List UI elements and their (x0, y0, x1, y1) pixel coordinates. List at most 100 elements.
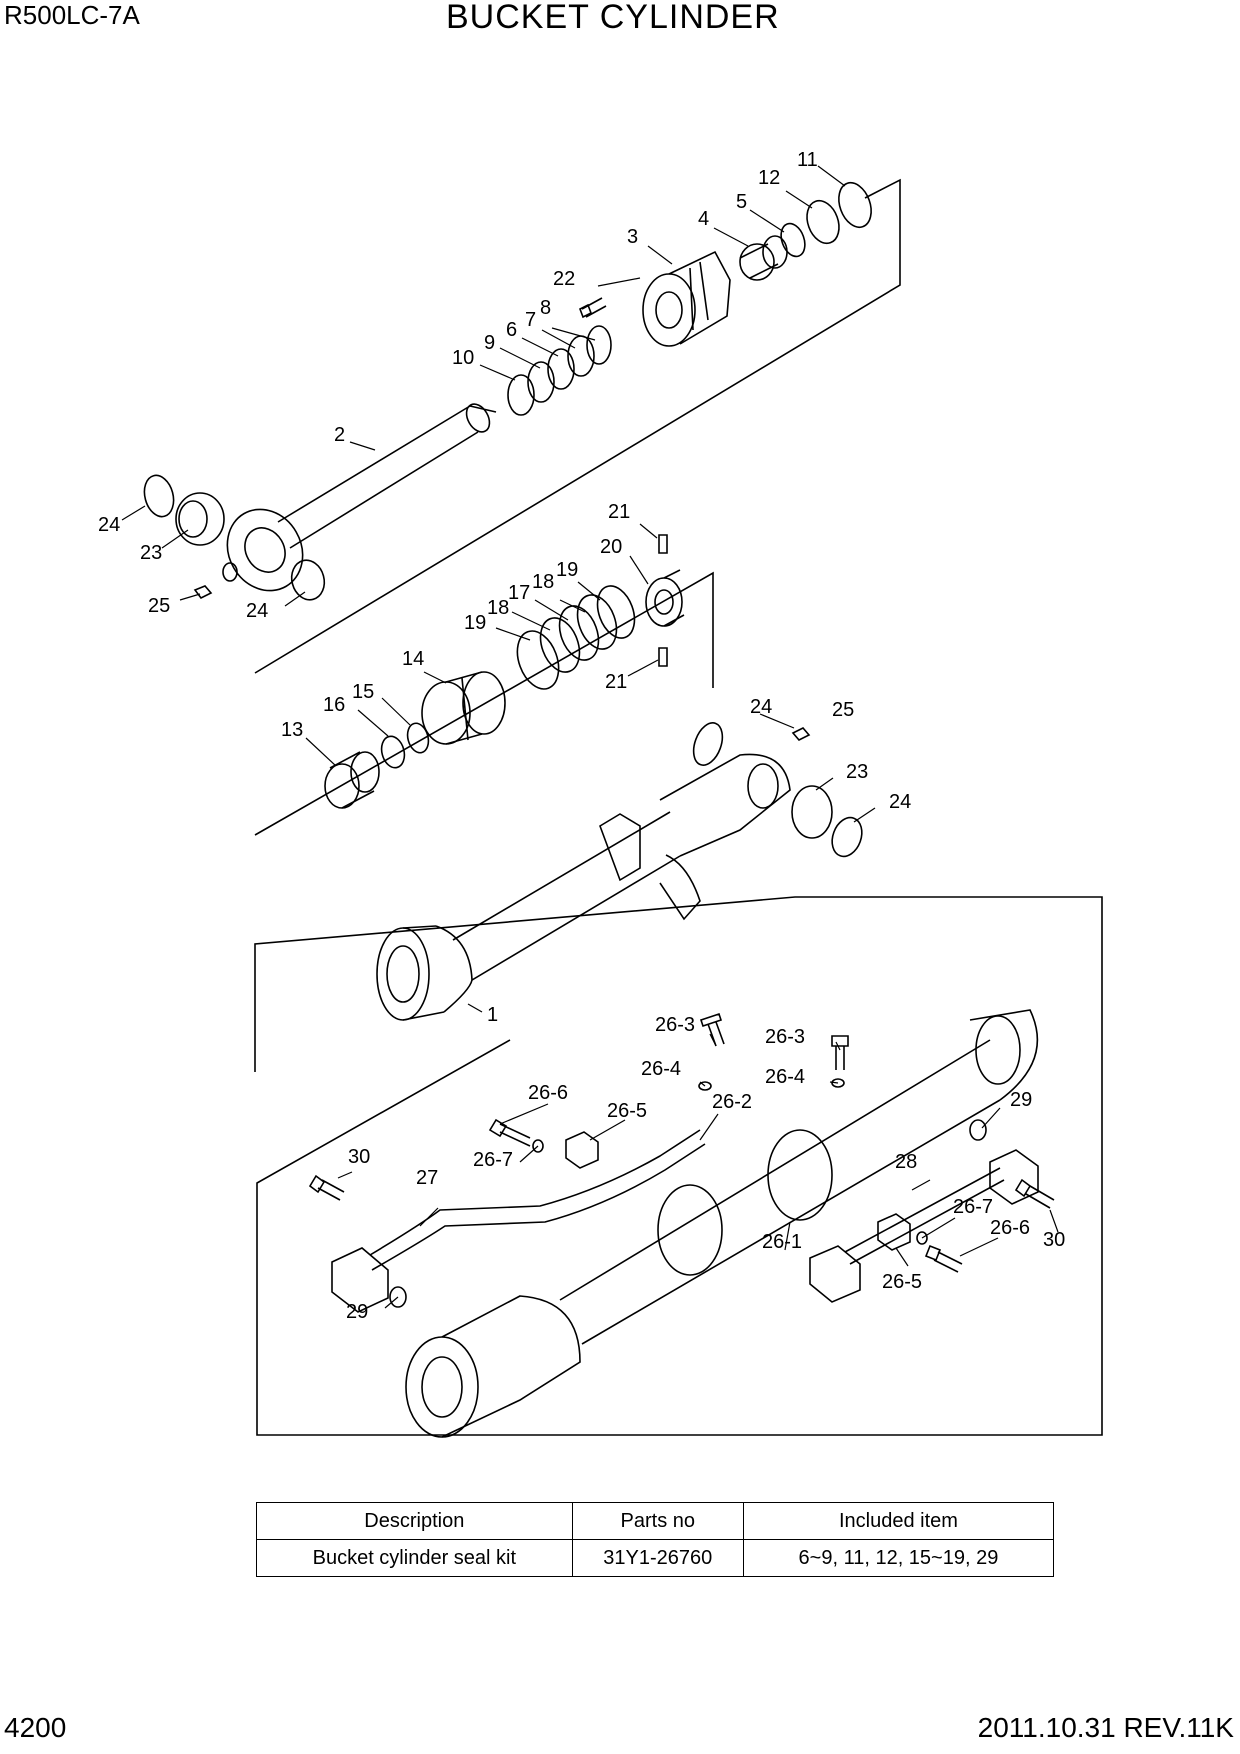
column-header-parts-no: Parts no (571, 1502, 744, 1540)
callout-label: 19 (464, 612, 486, 634)
callout-label: 20 (600, 536, 622, 558)
washer-26-4a-part (698, 1081, 712, 1091)
bushing-23b-part (791, 785, 833, 839)
callout-label: 26-6 (528, 1082, 568, 1104)
o-ring-11-part (838, 181, 872, 229)
callout-label: 15 (352, 681, 374, 703)
nut-20-part (645, 569, 685, 627)
seal-18a-part (539, 617, 581, 673)
callout-label: 26-1 (762, 1231, 802, 1253)
dust-seal-24b-part (290, 559, 326, 601)
callout-label: 26-3 (655, 1014, 695, 1036)
direction-arrow-icon (659, 854, 701, 921)
seal-18b-part (576, 594, 618, 650)
bolt-26-6a-part (488, 1118, 531, 1147)
callout-label: 25 (148, 595, 170, 617)
model-code: R500LC-7A (4, 0, 140, 30)
set-screw-21b-part (658, 647, 668, 667)
column-header-description: Description (256, 1502, 573, 1540)
tube-group-frame (254, 896, 1103, 1436)
callout-label: 27 (416, 1167, 438, 1189)
washer-26-4b-part (831, 1078, 845, 1088)
ring-16-part (380, 735, 406, 769)
bolt-26-3b-part (831, 1035, 849, 1070)
seal-17-part (558, 605, 600, 661)
cell-description: Bucket cylinder seal kit (256, 1539, 573, 1577)
cell-parts-no: 31Y1-26760 (571, 1539, 744, 1577)
callout-label: 2 (334, 424, 345, 446)
callout-label: 9 (484, 332, 495, 354)
bushing-4-part (739, 243, 775, 281)
washer-26-7a-part (532, 1139, 544, 1153)
callout-label: 5 (736, 191, 747, 213)
bolt-22-part (578, 297, 607, 319)
seal-9-part (527, 361, 555, 403)
wear-ring-19b-part (596, 585, 636, 639)
callout-label: 26-6 (990, 1217, 1030, 1239)
seal-kit-table: Description Parts no Included item Bucke… (256, 1502, 1055, 1577)
callout-label: 3 (627, 226, 638, 248)
rod-cover-part (642, 250, 731, 347)
pipe-28-part (844, 1167, 1005, 1265)
grease-nipple-25b-part (791, 727, 811, 741)
leader-lines (121, 165, 1059, 1309)
flange-27-part (331, 1247, 389, 1313)
callout-label: 14 (402, 648, 424, 670)
callout-label: 19 (556, 559, 578, 581)
cylinder-tube-part (376, 753, 791, 1021)
seal-8-part (586, 325, 612, 365)
seal-7-part (567, 335, 595, 377)
pipe-27-part (369, 1129, 701, 1256)
piston-14-part (421, 671, 506, 745)
callout-label: 18 (487, 597, 509, 619)
callout-label: 24 (246, 600, 268, 622)
callout-label: 24 (98, 514, 120, 536)
callout-label: 21 (605, 671, 627, 693)
seal-10-part (507, 374, 535, 416)
callout-label: 26-4 (765, 1066, 805, 1088)
bolt-30a-part (308, 1174, 345, 1201)
part-callouts: 11 12 5 4 3 22 8 7 6 9 10 2 24 23 25 24 … (98, 149, 1065, 1323)
o-ring-29a-part (969, 1119, 987, 1141)
callout-label: 24 (889, 791, 911, 813)
callout-label: 11 (797, 149, 818, 171)
column-header-included-item: Included item (742, 1502, 1055, 1540)
callout-label: 23 (846, 761, 868, 783)
pipe-27-inner (371, 1143, 706, 1271)
callout-label: 26-4 (641, 1058, 681, 1080)
clamp-26-5b-part (877, 1213, 911, 1251)
head-group-frame (254, 178, 901, 674)
callout-label: 29 (1010, 1089, 1032, 1111)
callout-label: 25 (832, 699, 854, 721)
page-title: BUCKET CYLINDER (446, 0, 780, 36)
callout-label: 24 (750, 696, 772, 718)
clamp-band-26-1a-part (657, 1184, 723, 1276)
cell-included-item: 6~9, 11, 12, 15~19, 29 (742, 1539, 1055, 1577)
callout-label: 21 (608, 501, 630, 523)
callout-label: 18 (532, 571, 554, 593)
cylinder-assembly-part (405, 1009, 1039, 1438)
callout-label: 17 (508, 582, 530, 604)
washer-26-7b-part (916, 1231, 928, 1245)
callout-label: 13 (281, 719, 303, 741)
clamp-26-5a-part (565, 1131, 599, 1169)
wear-ring-19a-part (516, 630, 560, 690)
dust-seal-24c-part (692, 722, 724, 766)
callout-label: 12 (758, 167, 780, 189)
dust-seal-24a-part (143, 474, 175, 518)
callout-label: 26-5 (607, 1100, 647, 1122)
callout-label: 26-7 (473, 1149, 513, 1171)
ring-5-part (780, 222, 806, 258)
grease-nipple-25a-part (193, 585, 213, 600)
bushing-23a-part (175, 492, 225, 546)
callout-label: 8 (540, 297, 551, 319)
table-header-row: Description Parts no Included item (256, 1502, 1055, 1540)
dust-seal-24d-part (831, 816, 863, 858)
callout-label: 29 (346, 1301, 368, 1323)
callout-label: 26-5 (882, 1271, 922, 1293)
revision-date: 2011.10.31 REV.11K (977, 1712, 1234, 1743)
callout-label: 28 (895, 1151, 917, 1173)
clamp-band-26-1b-part (767, 1129, 833, 1221)
bolt-26-6b-part (924, 1244, 963, 1273)
